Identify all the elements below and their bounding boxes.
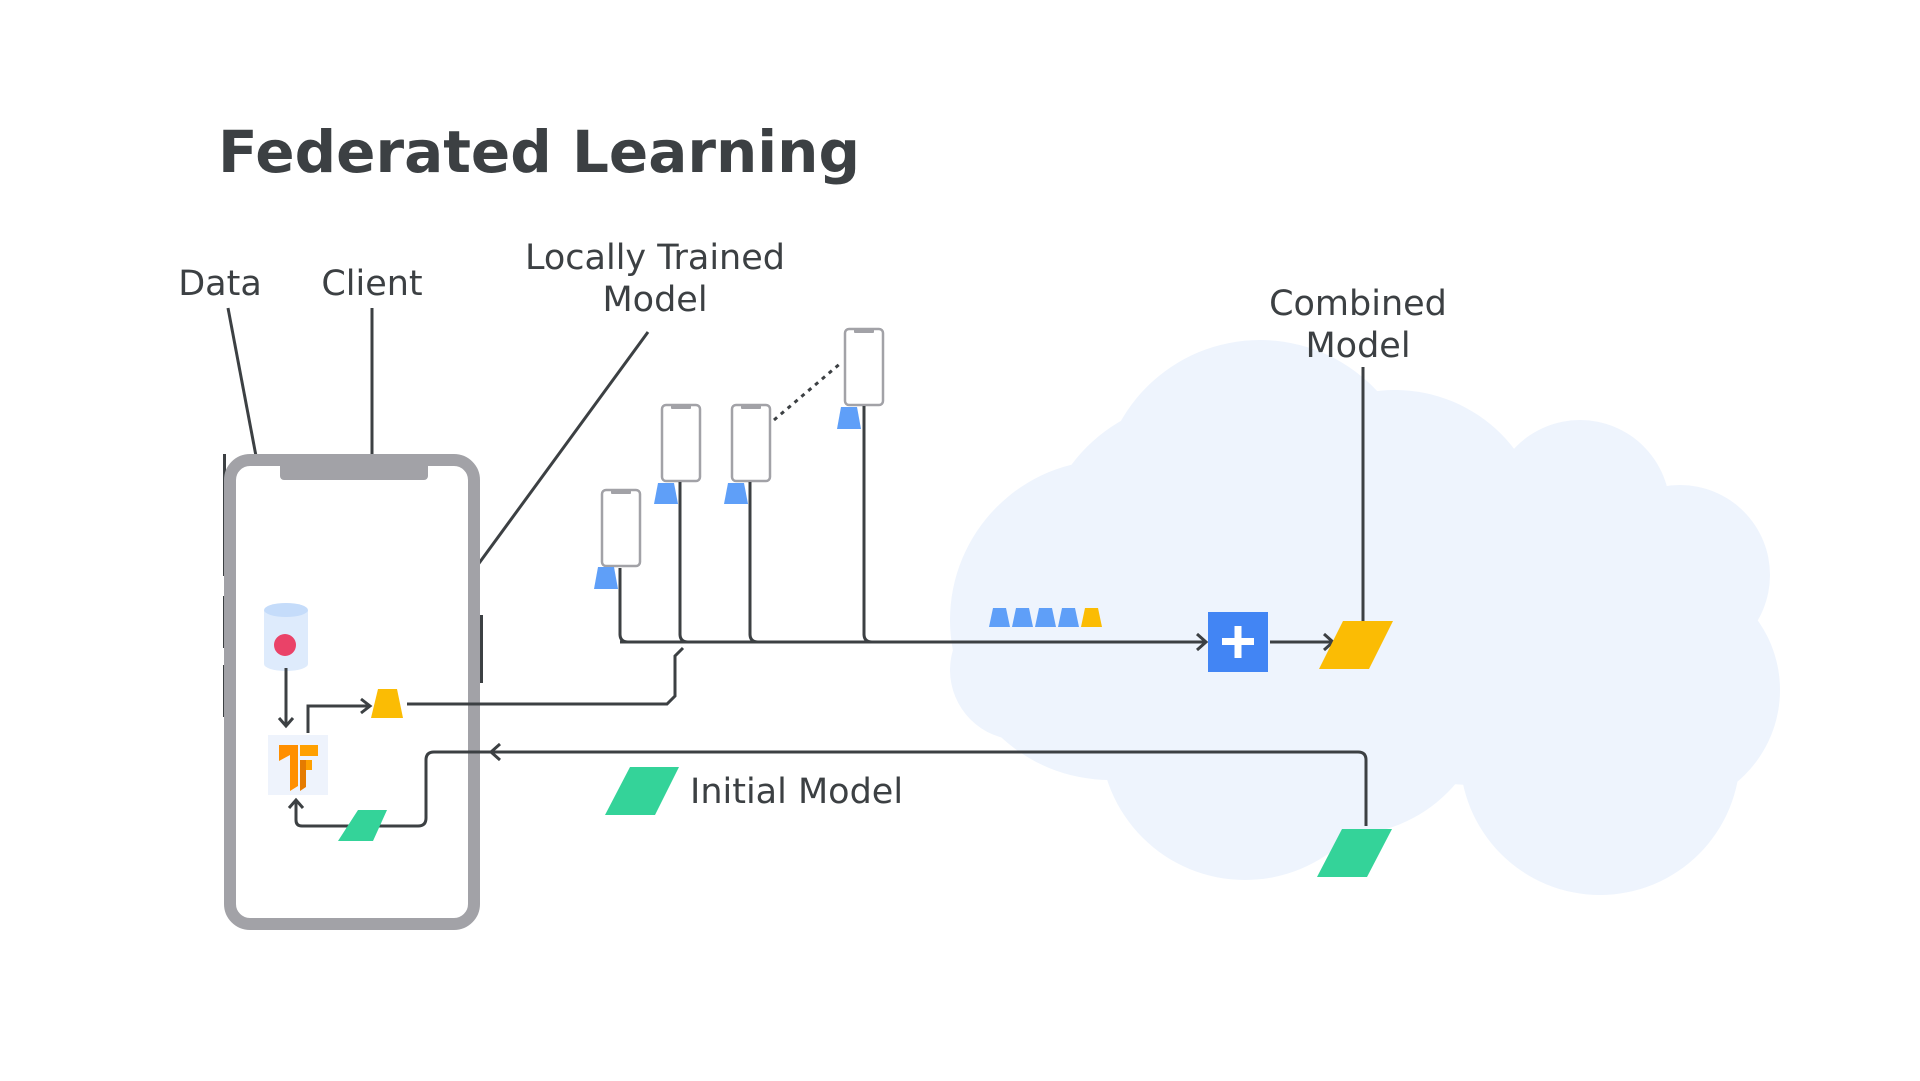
local-model-upload-line <box>407 646 685 706</box>
other-client-phone-4 <box>843 327 885 407</box>
combined-model-label-line1: Combined <box>1269 284 1447 324</box>
training-to-local-model-arrow <box>306 697 373 733</box>
client-updates <box>594 407 861 589</box>
queued-update-5 <box>1081 608 1102 627</box>
client-label: Client <box>321 264 422 304</box>
other-client-phone-1 <box>600 488 642 568</box>
client-phone <box>223 454 483 930</box>
client-update-3 <box>724 483 748 504</box>
client-initial-model <box>338 810 387 841</box>
data-point-icon <box>274 634 296 656</box>
data-to-training-arrow <box>277 668 295 729</box>
plus-icon <box>1222 626 1254 658</box>
other-client-phone-2 <box>660 403 702 483</box>
client-initial-model-flow <box>287 750 491 841</box>
database-icon <box>264 603 308 671</box>
aggregated-updates-queue <box>989 608 1102 627</box>
queued-update-2 <box>1012 608 1033 627</box>
combined-model-label-line2: Model <box>1305 326 1410 366</box>
combined-model <box>1319 621 1393 669</box>
more-clients-dotted-line <box>773 360 843 422</box>
locally-trained-model <box>371 689 403 718</box>
other-client-phone-3 <box>730 403 772 483</box>
cloud <box>950 340 1780 895</box>
initial-model-label: Initial Model <box>690 772 903 812</box>
client-update-2 <box>654 483 678 504</box>
locally-trained-label-line2: Model <box>602 280 707 320</box>
page-title: Federated Learning <box>218 118 860 186</box>
tensorflow-logo <box>268 735 328 795</box>
data-label: Data <box>178 264 262 304</box>
locally-trained-label-line1: Locally Trained <box>525 238 785 278</box>
aggregator <box>1208 612 1268 672</box>
client-update-4 <box>837 407 861 429</box>
cloud-initial-model <box>1317 829 1392 877</box>
client-update-1 <box>594 567 618 589</box>
initial-model-legend-icon <box>605 767 679 815</box>
queued-update-1 <box>989 608 1010 627</box>
queued-update-3 <box>1035 608 1056 627</box>
queued-update-4 <box>1058 608 1079 627</box>
client-upload-lines <box>618 406 1209 652</box>
